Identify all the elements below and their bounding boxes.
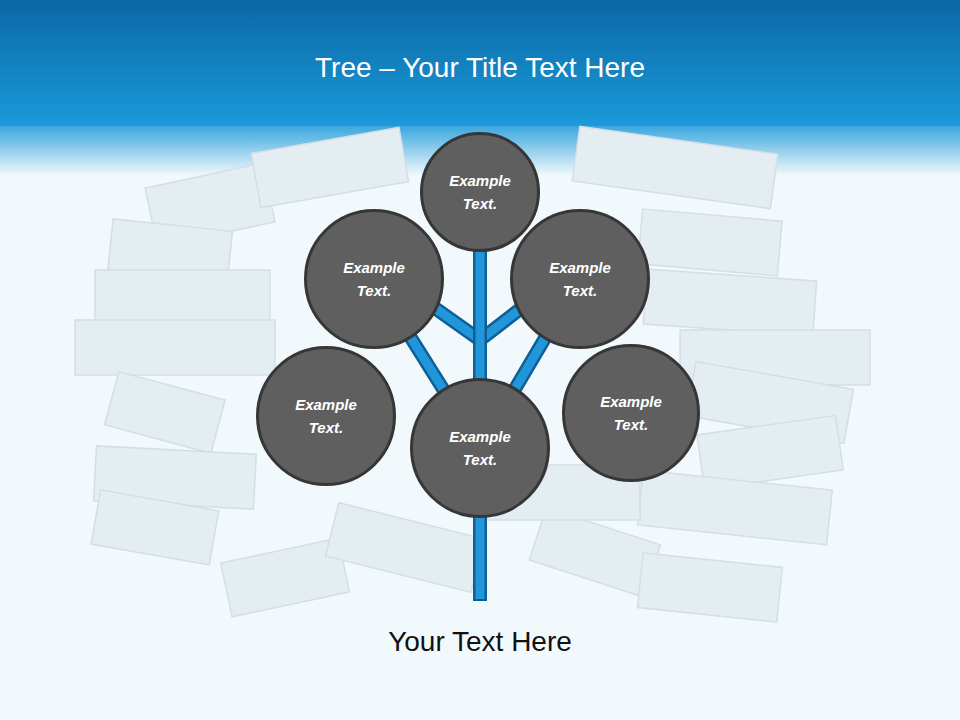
node-label: Example Text.	[534, 256, 626, 302]
example-circle: Example Text.	[420, 132, 540, 252]
circle-outline	[256, 346, 396, 486]
example-circle: Example Text.	[256, 346, 396, 486]
node-label: Example Text.	[434, 425, 526, 471]
slide-title: Tree – Your Title Text Here	[0, 52, 960, 84]
example-circle: Example Text.	[562, 344, 700, 482]
circle-outline	[510, 209, 650, 349]
circle-outline	[562, 344, 700, 482]
example-circle: Example Text.	[410, 378, 550, 518]
node-label: Example Text.	[585, 390, 677, 436]
header-band	[0, 0, 960, 126]
tree-branch	[410, 337, 444, 391]
tree-branch	[515, 338, 546, 390]
word-tiles	[75, 126, 870, 622]
node-label: Example Text.	[434, 169, 526, 215]
node-label: Example Text.	[328, 256, 420, 302]
circle-outline	[420, 132, 540, 252]
caption-text: Your Text Here	[0, 626, 960, 658]
circle-outline	[304, 209, 444, 349]
node-label: Example Text.	[280, 393, 372, 439]
example-circle: Example Text.	[510, 209, 650, 349]
tree-branch	[480, 250, 481, 380]
example-circle: Example Text.	[304, 209, 444, 349]
tree-stem	[480, 515, 481, 601]
circle-outline	[410, 378, 550, 518]
